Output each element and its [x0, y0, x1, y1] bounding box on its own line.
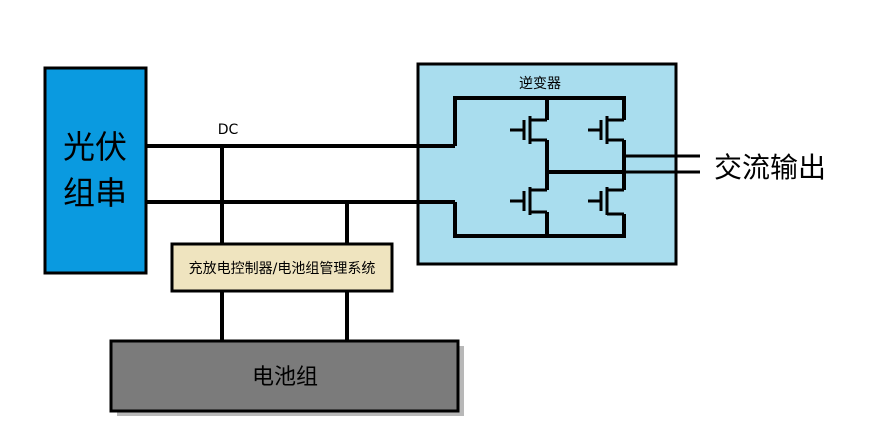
ac-output-label: 交流输出 [714, 151, 826, 184]
rail-negative [453, 202, 626, 238]
pv-array-box [43, 66, 148, 275]
switch-bottom-left [510, 187, 547, 215]
controller-label: 充放电控制器/电池组管理系统 [189, 261, 376, 277]
h-bridge [453, 96, 626, 238]
rail-positive [453, 96, 626, 146]
pv-array-label-line2: 组串 [63, 174, 127, 212]
controller-box [170, 242, 394, 293]
dc-label: DC [218, 122, 239, 138]
inverter-label: 逆变器 [519, 76, 561, 92]
ac-output-wires [624, 154, 700, 174]
switch-top-left [510, 116, 547, 144]
switch-bottom-right [588, 187, 624, 216]
switch-top-right [588, 116, 624, 144]
battery-box [109, 339, 460, 413]
dc-bus-wires [146, 144, 455, 341]
pv-array-label-line1: 光伏 [63, 128, 127, 166]
battery-label: 电池组 [252, 365, 318, 390]
